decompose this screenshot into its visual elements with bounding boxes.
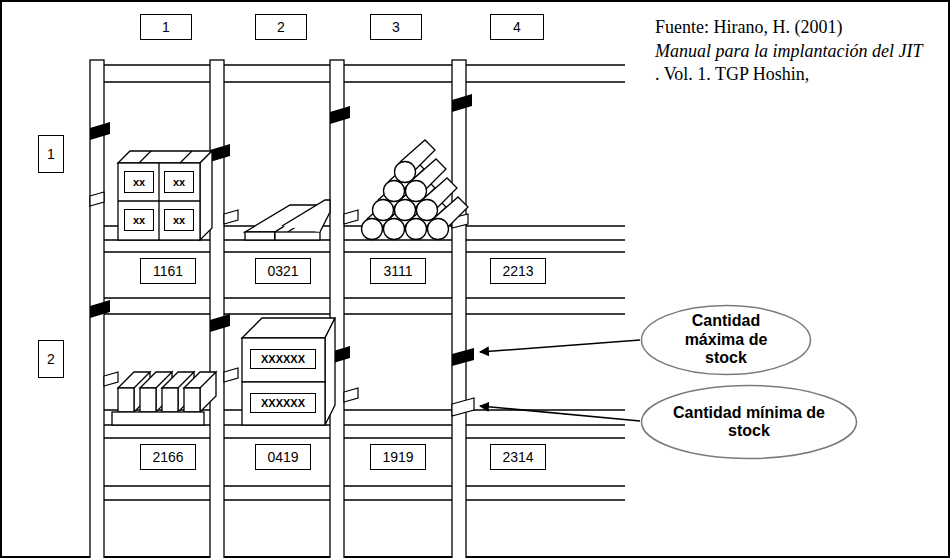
node-text: Cantidad máxima de stock [666, 312, 786, 367]
source-title: Manual para la implantación del JIT [655, 40, 925, 63]
location-code: 1919 [370, 444, 426, 470]
location-code: 2166 [140, 444, 196, 470]
node-text: xx [173, 214, 185, 226]
location-code: 2314 [490, 444, 546, 470]
source-text: . Vol. 1. TGP Hoshin, [655, 63, 809, 86]
node-text: XXXXXX [261, 353, 305, 365]
node-text: XXXXXX [261, 397, 305, 409]
column-number: 4 [490, 14, 544, 40]
node-text: 2314 [502, 449, 533, 465]
source-text: Fuente: Hirano, H. (2001) [655, 16, 842, 39]
node-text: 1919 [382, 449, 413, 465]
column-number: 2 [255, 14, 307, 40]
row-number: 2 [38, 340, 64, 378]
item-tag: xx [124, 209, 154, 231]
location-code: 1161 [140, 258, 196, 284]
node-text: xx [133, 176, 145, 188]
column-number: 3 [370, 14, 422, 40]
node-text: 3111 [383, 263, 412, 279]
node-text: 4 [513, 19, 521, 35]
item-tag: xx [164, 209, 194, 231]
callout-ellipse: Cantidad máxima de stock [640, 304, 812, 376]
item-tag: XXXXXX [250, 349, 316, 369]
column-number: 1 [140, 14, 192, 40]
item-tag: xx [164, 171, 194, 193]
node-text: 0321 [267, 263, 298, 279]
node-text: 2 [47, 351, 55, 367]
node-text: 2213 [502, 263, 533, 279]
location-code: 2213 [490, 258, 546, 284]
node-text: 1 [47, 146, 55, 162]
node-text: 1 [162, 19, 170, 35]
row-number: 1 [38, 135, 64, 173]
node-text: xx [173, 176, 185, 188]
node-text: 2 [277, 19, 285, 35]
node-text: 2166 [152, 449, 183, 465]
node-text: xx [133, 214, 145, 226]
location-code: 0419 [255, 444, 311, 470]
location-code: 3111 [370, 258, 426, 284]
item-tag: XXXXXX [250, 393, 316, 413]
node-text: 3 [392, 19, 400, 35]
node-text: 1161 [153, 263, 183, 279]
node-text: Cantidad mínima de stock [673, 404, 826, 441]
node-text: 0419 [267, 449, 298, 465]
item-tag: xx [124, 171, 154, 193]
callout-ellipse: Cantidad mínima de stock [640, 384, 858, 460]
location-code: 0321 [255, 258, 311, 284]
